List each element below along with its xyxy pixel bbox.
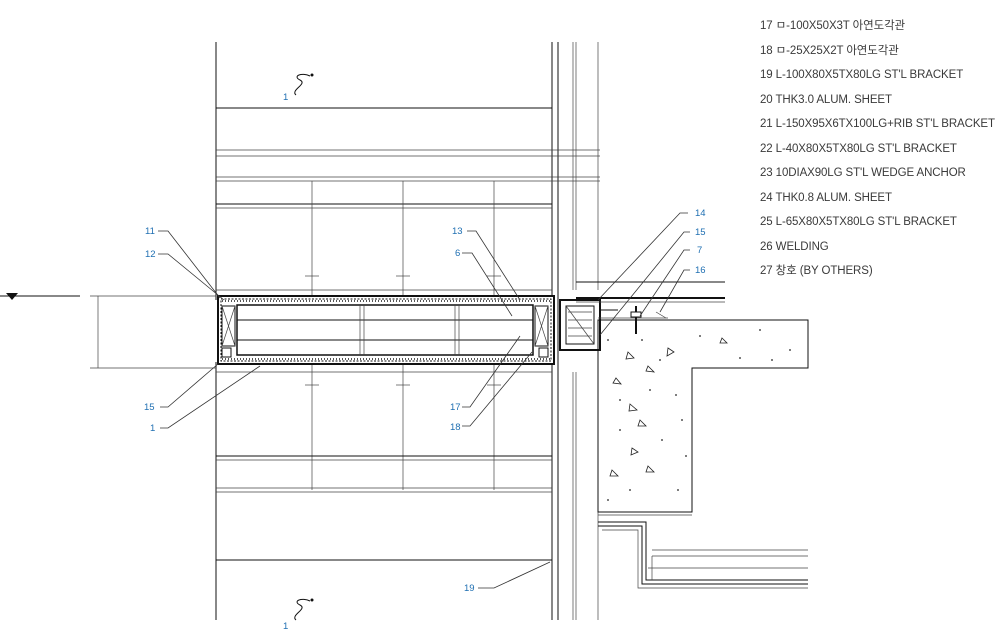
legend-item: 21 L-150X95X6TX100LG+RIB ST'L BRACKET [760,118,995,130]
legend-item: 24 THK0.8 ALUM. SHEET [760,191,892,204]
legend-item: 26 WELDING [760,240,829,253]
legend-item: 20 THK3.0 ALUM. SHEET [760,93,892,106]
lower-panel-lines [216,365,552,561]
legend-item: 18 ㅁ-25X25X2T 아연도각관 [760,44,899,57]
callout-19: 19 [464,583,475,594]
legend-item: 17 ㅁ-100X50X3T 아연도각관 [760,20,906,32]
callout-1-top: 1 [283,92,288,103]
callout-17: 17 [450,402,461,413]
callout-12: 12 [145,249,156,260]
legend-item: 23 10DIAX90LG ST'L WEDGE ANCHOR [760,167,966,179]
callout-1-mid: 1 [150,423,155,434]
leader-lines [158,212,690,589]
callout-7: 7 [697,245,702,256]
lower-window-frame [598,521,808,589]
callout-1-bottom: 1 [283,621,288,632]
callout-18: 18 [450,422,461,433]
main-tube-section [217,295,555,365]
callout-15-left: 15 [144,402,155,413]
material-legend: 17 ㅁ-100X50X3T 아연도각관 18 ㅁ-25X25X2T 아연도각관… [760,14,995,284]
callout-16: 16 [695,265,706,276]
callout-11: 11 [145,226,155,237]
callout-labels: 1 11 12 13 6 14 15 7 16 15 1 17 18 19 1 [144,92,706,632]
level-marker [0,293,216,369]
callout-13: 13 [452,226,463,237]
break-line-icon [294,73,314,621]
window-frame-detail [559,297,725,351]
concrete-slab [597,319,809,516]
legend-item: 25 L-65X80X5TX80LG ST'L BRACKET [760,216,957,228]
callout-6: 6 [455,248,460,259]
legend-item: 19 L-100X80X5TX80LG ST'L BRACKET [760,69,964,81]
upper-panel-lines [216,107,725,298]
callout-15-right: 15 [695,227,706,238]
legend-item: 22 L-40X80X5TX80LG ST'L BRACKET [760,142,957,155]
callout-14: 14 [695,208,706,219]
legend-item: 27 창호 (BY OTHERS) [760,265,873,277]
